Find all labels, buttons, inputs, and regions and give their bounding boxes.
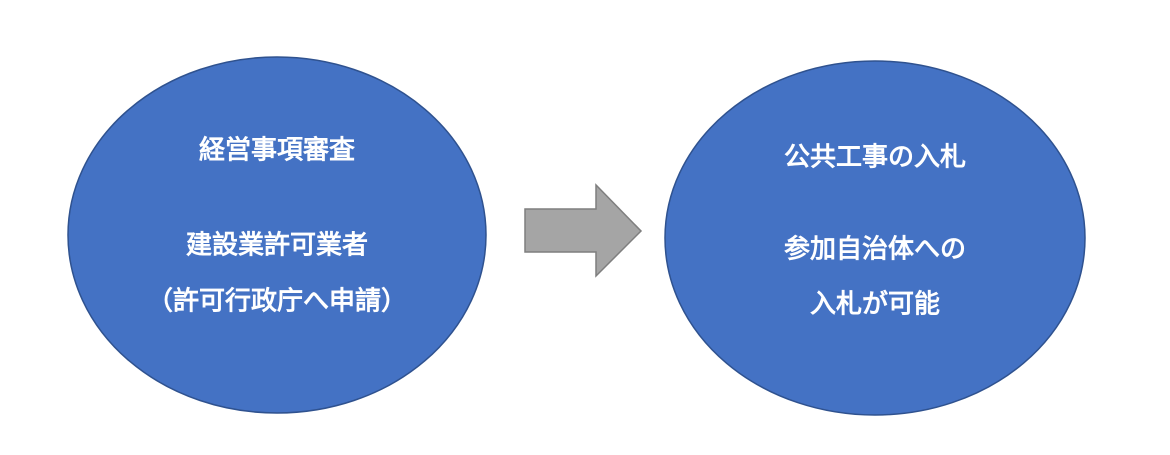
right-circle-title: 公共工事の入札 [784, 143, 966, 173]
right-circle-line-3: 入札が可能 [810, 289, 940, 320]
left-circle-title: 経営事項審査 [199, 135, 355, 166]
right-circle [664, 60, 1086, 416]
right-circle-line-2: 参加自治体への [784, 234, 966, 265]
right-arrow-icon [524, 183, 643, 278]
left-circle-line-2: 建設業許可業者 [186, 230, 368, 261]
left-circle-line-3: （許可行政庁へ申請） [147, 286, 407, 317]
left-circle [67, 56, 487, 414]
